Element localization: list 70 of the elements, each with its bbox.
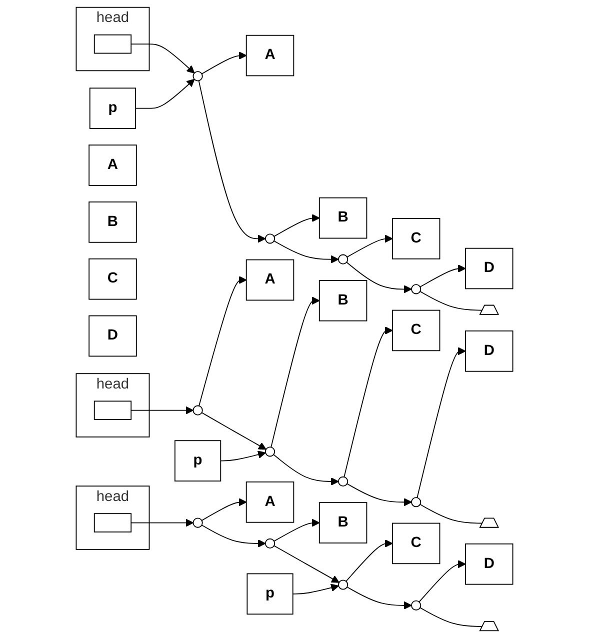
arrow xyxy=(201,52,247,74)
node-box xyxy=(465,543,514,585)
node-box xyxy=(88,144,137,186)
arrow xyxy=(198,80,266,243)
node-box xyxy=(94,513,132,532)
node-box xyxy=(392,310,440,352)
arrow xyxy=(346,539,393,582)
node-circle xyxy=(192,71,203,82)
node-box xyxy=(392,522,440,564)
node-circle xyxy=(192,518,203,528)
arrow xyxy=(274,545,340,583)
node-circle xyxy=(338,476,348,487)
arrow xyxy=(201,524,266,548)
connector xyxy=(420,607,484,627)
arrow xyxy=(274,518,320,542)
arrow xyxy=(418,560,466,602)
arrow xyxy=(135,78,195,109)
node-box xyxy=(89,88,136,129)
node-box xyxy=(88,315,137,357)
arrow xyxy=(201,498,247,521)
arrow xyxy=(346,262,412,294)
node-box xyxy=(318,502,368,544)
cluster xyxy=(76,486,150,550)
node-box xyxy=(174,440,222,482)
node-box xyxy=(246,481,294,523)
cluster xyxy=(76,6,150,72)
arrow xyxy=(416,347,466,498)
cluster xyxy=(76,373,150,438)
arrow xyxy=(270,296,320,448)
arrow xyxy=(346,586,412,610)
node-circle xyxy=(411,497,422,508)
arrow xyxy=(198,276,247,406)
arrow xyxy=(201,412,266,450)
arrow xyxy=(346,483,412,506)
arrow xyxy=(130,518,194,527)
node-box xyxy=(94,34,132,54)
connector xyxy=(420,290,484,311)
node-box xyxy=(318,197,368,239)
arrow xyxy=(273,454,339,486)
node-circle xyxy=(338,580,348,590)
node-box xyxy=(465,248,514,290)
connector xyxy=(420,504,484,524)
node-circle xyxy=(411,284,422,294)
arrow xyxy=(292,584,339,594)
arrow xyxy=(274,214,320,237)
arrow xyxy=(130,406,194,414)
node-circle xyxy=(264,538,276,548)
arrow xyxy=(274,240,339,264)
arrow xyxy=(420,264,466,288)
node-circle xyxy=(264,446,276,457)
node-box xyxy=(392,218,440,260)
node-ground xyxy=(479,518,500,528)
node-box xyxy=(88,202,137,243)
arrow xyxy=(344,326,393,478)
node-circle xyxy=(192,405,203,416)
node-box xyxy=(246,573,294,615)
node-box xyxy=(246,34,294,76)
node-ground xyxy=(479,621,500,632)
node-circle xyxy=(338,254,348,264)
arrow xyxy=(130,44,195,74)
node-box xyxy=(88,258,137,300)
node-box xyxy=(246,259,294,301)
node-box xyxy=(318,280,368,322)
arrow xyxy=(220,450,266,462)
arrow xyxy=(346,234,393,258)
node-box xyxy=(94,400,132,420)
node-ground xyxy=(479,304,500,315)
node-circle xyxy=(411,600,422,610)
node-box xyxy=(465,330,514,372)
node-circle xyxy=(264,234,276,244)
